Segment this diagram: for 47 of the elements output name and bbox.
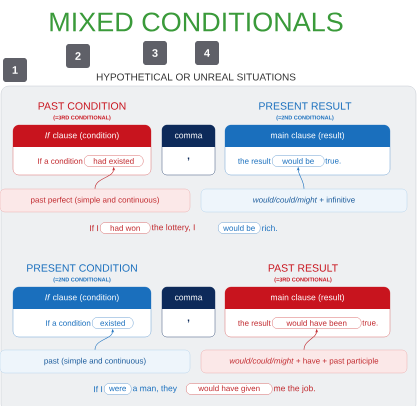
section-heading: PAST RESULT bbox=[268, 264, 338, 272]
card-header: main clause (result) bbox=[270, 294, 344, 302]
callout-number: 2 bbox=[66, 44, 90, 68]
subtitle: HYPOTHETICAL OR UNREAL SITUATIONS bbox=[96, 73, 296, 81]
body-text: the result bbox=[238, 320, 271, 326]
section-heading: PRESENT CONDITION bbox=[27, 264, 137, 272]
card-header: If clause (condition) bbox=[45, 132, 119, 140]
card-header: If clause (condition) bbox=[45, 294, 119, 302]
example-text: me the job. bbox=[274, 385, 315, 393]
section-heading: PAST CONDITION bbox=[38, 102, 126, 110]
body-text: true. bbox=[362, 320, 378, 326]
highlighted-phrase: would have been bbox=[272, 317, 362, 329]
example-text: If I bbox=[94, 386, 102, 392]
highlighted-word: were bbox=[104, 383, 132, 395]
card-header: comma bbox=[174, 134, 202, 138]
clause-card bbox=[224, 102, 390, 176]
highlighted-word: would have given bbox=[186, 383, 272, 395]
callout-number: 4 bbox=[195, 41, 219, 65]
comma-sign: , bbox=[188, 319, 190, 323]
card-header: comma bbox=[174, 296, 202, 300]
body-text: the result bbox=[238, 158, 271, 164]
note-box: would/could/might + have + past participle bbox=[200, 350, 408, 374]
body-text: If a condition bbox=[46, 320, 90, 326]
highlighted-word: had won bbox=[100, 222, 150, 234]
card-header: main clause (result) bbox=[270, 132, 344, 140]
comma-card bbox=[162, 124, 216, 176]
comma-sign: , bbox=[188, 157, 190, 161]
highlighted-phrase: existed bbox=[92, 317, 134, 329]
note-box: past (simple and continuous) bbox=[0, 350, 190, 374]
example-text: the lottery, I bbox=[152, 224, 195, 232]
note-box: past perfect (simple and continuous) bbox=[0, 188, 190, 212]
body-text: true. bbox=[325, 158, 340, 164]
example-text: If I bbox=[90, 224, 98, 232]
highlighted-phrase: had existed bbox=[84, 155, 144, 167]
comma-card bbox=[162, 286, 216, 338]
example-text: a man, they bbox=[132, 385, 177, 393]
note-box: would/could/might + infinitive bbox=[200, 188, 408, 212]
callout-number: 3 bbox=[143, 41, 167, 65]
example-text: rich. bbox=[262, 224, 277, 232]
highlighted-phrase: would be bbox=[272, 155, 324, 167]
clause-card bbox=[12, 264, 152, 338]
callout-number: 1 bbox=[3, 58, 27, 82]
section-heading: PRESENT RESULT bbox=[259, 102, 352, 110]
body-text: If a condition bbox=[38, 158, 82, 164]
title: MIXED CONDITIONALS bbox=[50, 12, 343, 32]
highlighted-word: would be bbox=[218, 222, 260, 234]
clause-card bbox=[12, 102, 152, 176]
